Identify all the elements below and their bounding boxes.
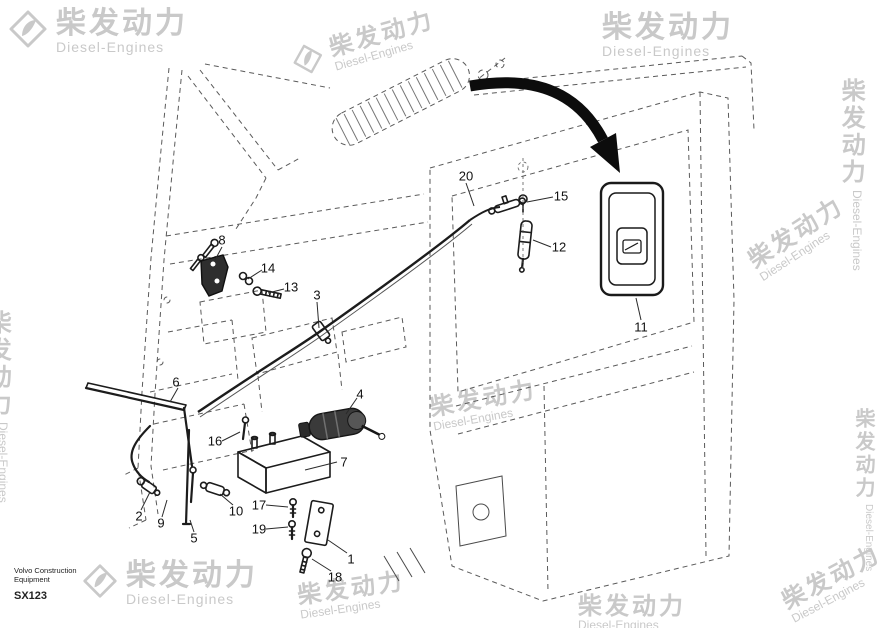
callout-9: 9 (157, 515, 165, 531)
bolt-17 (288, 497, 297, 519)
wiper-arm (84, 382, 197, 504)
door-outline (383, 91, 735, 602)
callout-13: 13 (283, 279, 299, 295)
mounting-bracket (237, 431, 331, 494)
callout-8: 8 (218, 232, 226, 248)
callout-1: 1 (347, 551, 355, 567)
cover-plate (304, 499, 334, 547)
callout-12: 12 (551, 239, 567, 255)
company-name-line1: Volvo Construction (14, 566, 77, 575)
callout-11: 11 (634, 319, 648, 335)
company-name-line2: Equipment (14, 575, 50, 585)
washer-hose (130, 424, 231, 526)
screw (252, 286, 282, 300)
callout-leader-lines (140, 182, 642, 572)
callout-7: 7 (340, 454, 348, 470)
linkage-rod (197, 206, 501, 418)
wiper-switch-icon (622, 239, 642, 254)
callout-10: 10 (228, 503, 244, 519)
rod-clamp (311, 320, 332, 345)
callout-3: 3 (313, 287, 321, 303)
wiper-motor (298, 407, 386, 441)
callout-4: 4 (356, 386, 364, 402)
footer: Volvo Construction Equipment SX123 (14, 566, 77, 602)
callout-20: 20 (458, 168, 474, 184)
bolt-19 (287, 519, 296, 541)
callout-6: 6 (172, 374, 180, 390)
callout-18: 18 (327, 569, 343, 585)
callout-2: 2 (135, 508, 143, 524)
callout-5: 5 (190, 530, 198, 546)
roof-handle-mounts (472, 57, 506, 84)
bolt-18 (299, 547, 313, 574)
screw-16 (241, 416, 250, 441)
wiper-switch-panel (599, 181, 665, 297)
pivot-bracket (189, 238, 282, 300)
callout-15: 15 (553, 188, 569, 204)
callout-14: 14 (260, 260, 276, 276)
washer-jet (487, 158, 533, 273)
drawing-code: SX123 (14, 589, 48, 602)
cab-outline (121, 55, 755, 529)
callout-17: 17 (251, 497, 267, 513)
direction-arrow (469, 77, 620, 173)
callout-16: 16 (207, 433, 223, 449)
hose-connector (199, 481, 231, 497)
roof-handle (331, 58, 471, 146)
callout-19: 19 (251, 521, 267, 537)
